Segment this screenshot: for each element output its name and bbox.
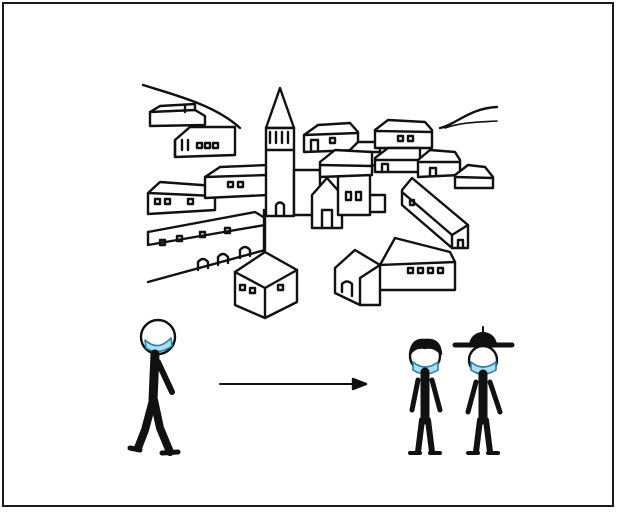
- hill-right-line: [440, 107, 497, 128]
- house-far-left: [150, 104, 205, 126]
- house-top-mid-1: [304, 123, 358, 152]
- house-top-right-1: [375, 120, 432, 148]
- house-top-right-2: [375, 148, 420, 172]
- house-left-upper: [175, 127, 235, 157]
- two-people-with-masks-icon: [410, 327, 512, 453]
- local-person-left: [410, 340, 441, 453]
- church-body: [294, 170, 385, 228]
- house-top-mid-3: [320, 150, 372, 177]
- house-bottom-right: [335, 238, 455, 305]
- house-bottom-center: [235, 252, 297, 318]
- bell-tower: [266, 88, 294, 216]
- arrow-right-icon: [220, 379, 366, 389]
- person-with-mask-icon: [130, 320, 178, 453]
- village-icon: [143, 85, 497, 318]
- local-person-right: [455, 327, 512, 453]
- house-behind-tower: [205, 165, 268, 198]
- house-top-right-3: [418, 150, 460, 177]
